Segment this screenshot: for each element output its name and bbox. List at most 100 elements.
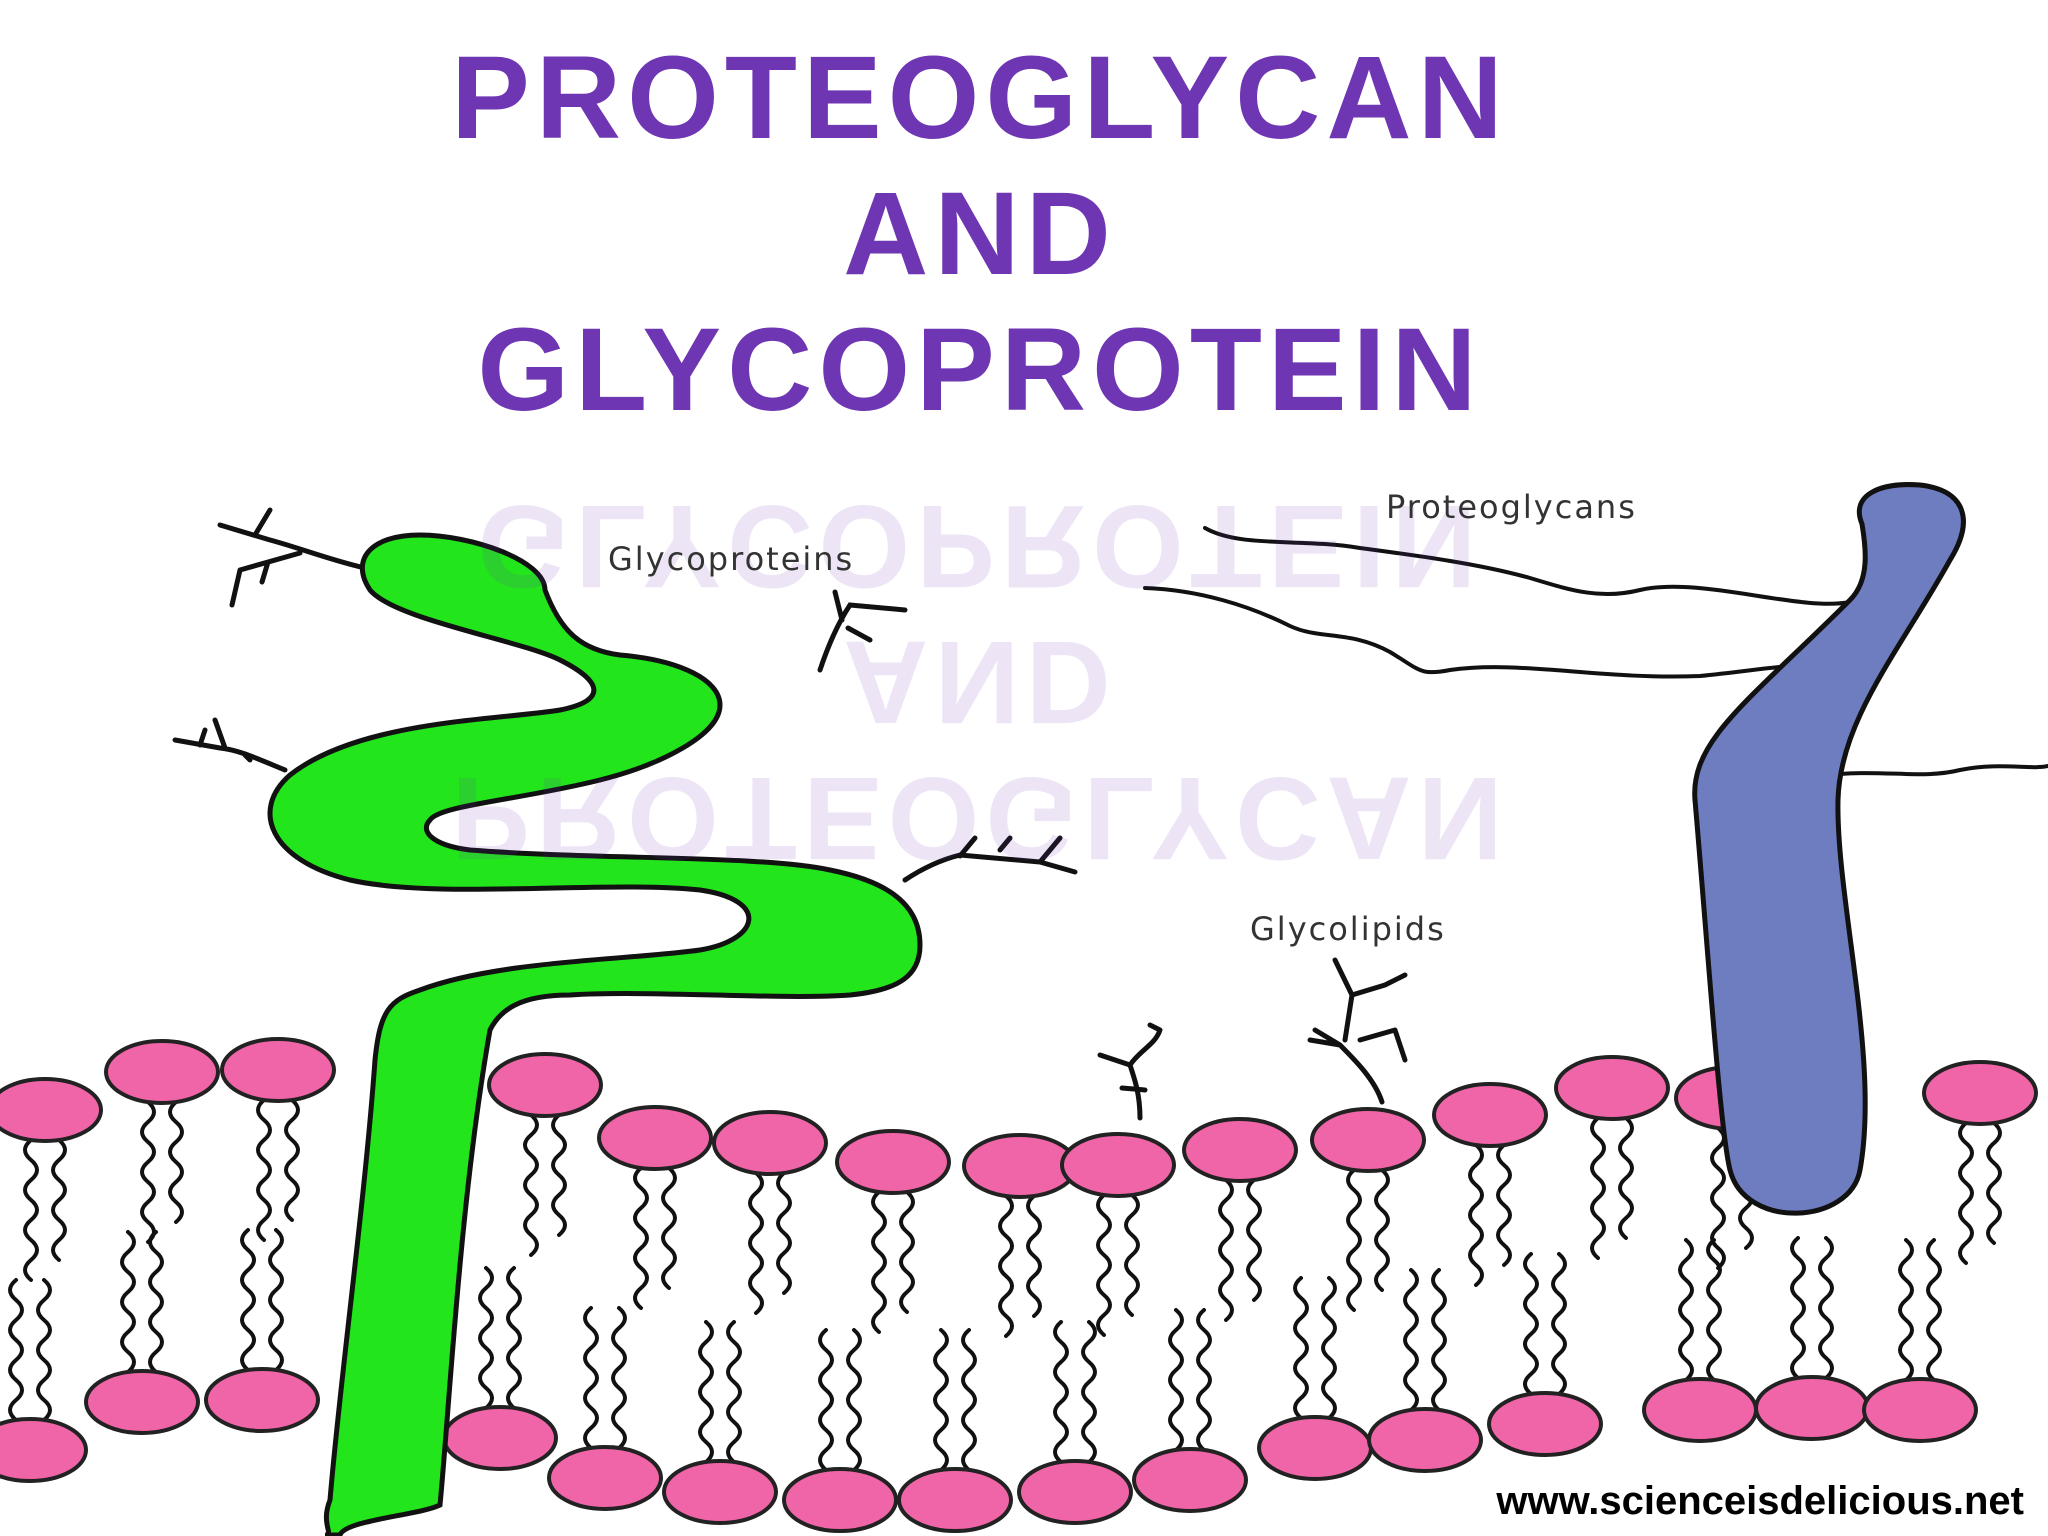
lipid-tail (51, 1138, 67, 1262)
lipid-tail (1293, 1276, 1309, 1420)
lipid-tail (140, 1100, 156, 1244)
lipid-tail (1321, 1276, 1337, 1420)
lipid-tail (1081, 1320, 1097, 1464)
lipid-tail (633, 1166, 649, 1310)
lipid-tail (661, 1166, 677, 1290)
label-proteoglycans: Proteoglycans (1386, 488, 1637, 526)
lipid-tail (1523, 1252, 1539, 1396)
proteoglycan-chains (1143, 526, 2048, 778)
lipid-tail (1196, 1308, 1212, 1452)
lipid-tail (148, 1230, 164, 1374)
lipid-head (962, 1133, 1078, 1199)
lipid-tail (1468, 1143, 1484, 1287)
lipid-head (0, 1417, 88, 1483)
lipid-head (1132, 1447, 1248, 1513)
slide-title: PROTEOGLYCAN AND GLYCOPROTEIN (0, 30, 1960, 438)
lipid-tail (1958, 1121, 1974, 1265)
lipid-tail (583, 1306, 599, 1450)
lipid-tail (726, 1320, 742, 1464)
lipid-head (1367, 1407, 1483, 1473)
lipid-tail (818, 1328, 834, 1472)
lipid-tail (1096, 1193, 1112, 1337)
lipid-head (782, 1467, 898, 1533)
lipid-tail (1678, 1238, 1694, 1382)
lipid-head (104, 1039, 220, 1105)
title-line-2: AND (843, 168, 1117, 300)
label-glycoproteins: Glycoproteins (608, 540, 855, 578)
lipid-tail (268, 1228, 284, 1372)
footer-url: www.scienceisdelicious.net (1496, 1479, 2024, 1523)
lipid-head (442, 1405, 558, 1471)
lipid-tail (871, 1190, 887, 1334)
lipid-head (1922, 1060, 2038, 1126)
lipid-tail (120, 1230, 136, 1374)
lipid-tail (998, 1194, 1014, 1338)
lipid-head (84, 1369, 200, 1435)
title-line-1: PROTEOGLYCAN (451, 32, 1509, 164)
lipid-head (547, 1445, 663, 1511)
lipid-tail (1053, 1320, 1069, 1464)
label-glycolipids: Glycolipids (1250, 910, 1446, 948)
lipid-tail (1246, 1178, 1262, 1302)
lipid-tail (1026, 1194, 1042, 1318)
lipid-head (835, 1129, 951, 1195)
lipid-tail (1710, 1126, 1726, 1270)
lipid-head (1754, 1375, 1870, 1441)
lipid-tail (284, 1098, 300, 1222)
lipid-head (597, 1105, 713, 1171)
lipid-tail (1346, 1168, 1362, 1312)
lipid-tail (846, 1328, 862, 1472)
lipid-tail (776, 1171, 792, 1295)
lipid-tail (1590, 1116, 1606, 1260)
title-line-3: GLYCOPROTEIN (477, 304, 1483, 436)
lipid-head (1554, 1055, 1670, 1121)
lipid-head (1060, 1132, 1176, 1198)
lipid-tail (1986, 1121, 2002, 1245)
lipid-tail (1403, 1268, 1419, 1412)
lipid-tail (506, 1266, 522, 1410)
lipid-tail (551, 1113, 567, 1237)
lipid-tail (1818, 1236, 1834, 1380)
glycoprotein-sugar-chains (172, 507, 1078, 883)
lipid-head (662, 1459, 778, 1525)
lipid-tail (478, 1266, 494, 1410)
lipid-tail (1374, 1168, 1390, 1292)
lipid-tail (1551, 1252, 1567, 1396)
lipid-tail (1898, 1238, 1914, 1382)
lipid-head (1017, 1459, 1133, 1525)
lipid-tail (523, 1113, 539, 1257)
lipid-tail (1124, 1193, 1140, 1317)
lipid-head (1310, 1107, 1426, 1173)
lipid-tail (1790, 1236, 1806, 1380)
lipid-head (487, 1052, 603, 1118)
glycolipid-sugar-chains (1097, 957, 1408, 1121)
lipid-head (1862, 1377, 1978, 1443)
proteoglycan-core-protein (1692, 482, 1966, 1216)
lipid-tail (961, 1328, 977, 1472)
lipid-tail (1431, 1268, 1447, 1412)
lipid-tail (899, 1190, 915, 1314)
lipid-tail (1706, 1238, 1722, 1382)
lipid-head (1182, 1117, 1298, 1183)
lipid-head (0, 1077, 103, 1143)
lipid-tail (8, 1278, 24, 1422)
lipid-tail (1168, 1308, 1184, 1452)
lipid-tail (1496, 1143, 1512, 1267)
lipid-tail (36, 1278, 52, 1422)
lipid-heads (0, 1037, 2038, 1533)
lipid-tail (1926, 1238, 1942, 1382)
lipid-head (204, 1367, 320, 1433)
lipid-head (1642, 1377, 1758, 1443)
lipid-head (1432, 1082, 1548, 1148)
lipid-tail (748, 1171, 764, 1315)
lipid-head (712, 1110, 828, 1176)
lipid-tail (1218, 1178, 1234, 1322)
lipid-head (897, 1467, 1013, 1533)
lipid-head (220, 1037, 336, 1103)
lipid-head (1487, 1391, 1603, 1457)
lipid-head (1257, 1415, 1373, 1481)
lipid-tail (933, 1328, 949, 1472)
glycoprotein-body (267, 532, 923, 1536)
lipid-tail (23, 1138, 39, 1282)
